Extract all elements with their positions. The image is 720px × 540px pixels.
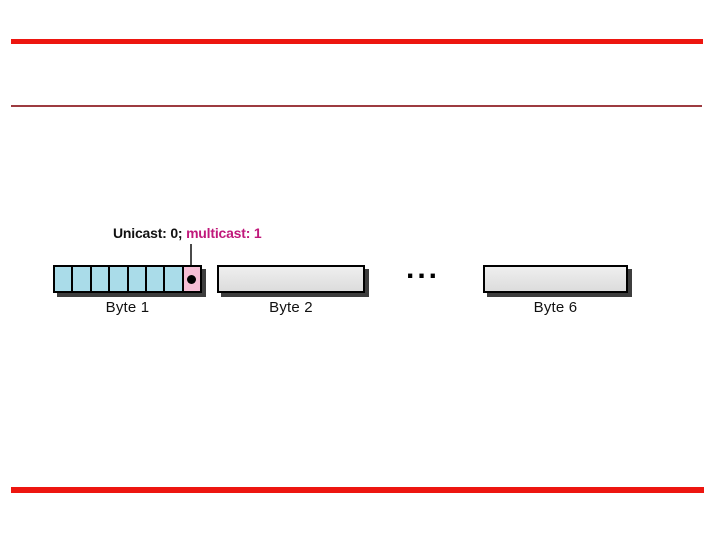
byte2-box: [217, 265, 365, 293]
top-accent-rule: [11, 39, 703, 44]
bit-cell: [128, 267, 147, 291]
bit-cell: [110, 267, 129, 291]
ellipsis: ...: [405, 252, 440, 285]
byte1-label: Byte 1: [105, 299, 150, 316]
byte1-bit-box: [53, 265, 202, 293]
bit-cell: [146, 267, 166, 291]
bit-cell: [73, 267, 92, 291]
multicast-flag-cell: [183, 267, 200, 291]
bit-cell: [55, 267, 74, 291]
unicast-multicast-annotation: Unicast: 0; multicast: 1: [113, 224, 262, 242]
byte6-label: Byte 6: [533, 299, 578, 316]
bit-cell: [91, 267, 111, 291]
byte2-label: Byte 2: [269, 299, 313, 316]
multicast-annotation-text: multicast: 1: [186, 225, 262, 241]
bit-cell: [165, 267, 184, 291]
flag-dot-icon: [187, 274, 197, 284]
title-divider-rule: [11, 105, 702, 107]
annotation-leader-line: [190, 244, 192, 276]
byte6-box: [483, 265, 628, 293]
unicast-annotation-text: Unicast: 0;: [113, 225, 187, 241]
bottom-accent-rule: [11, 487, 704, 493]
